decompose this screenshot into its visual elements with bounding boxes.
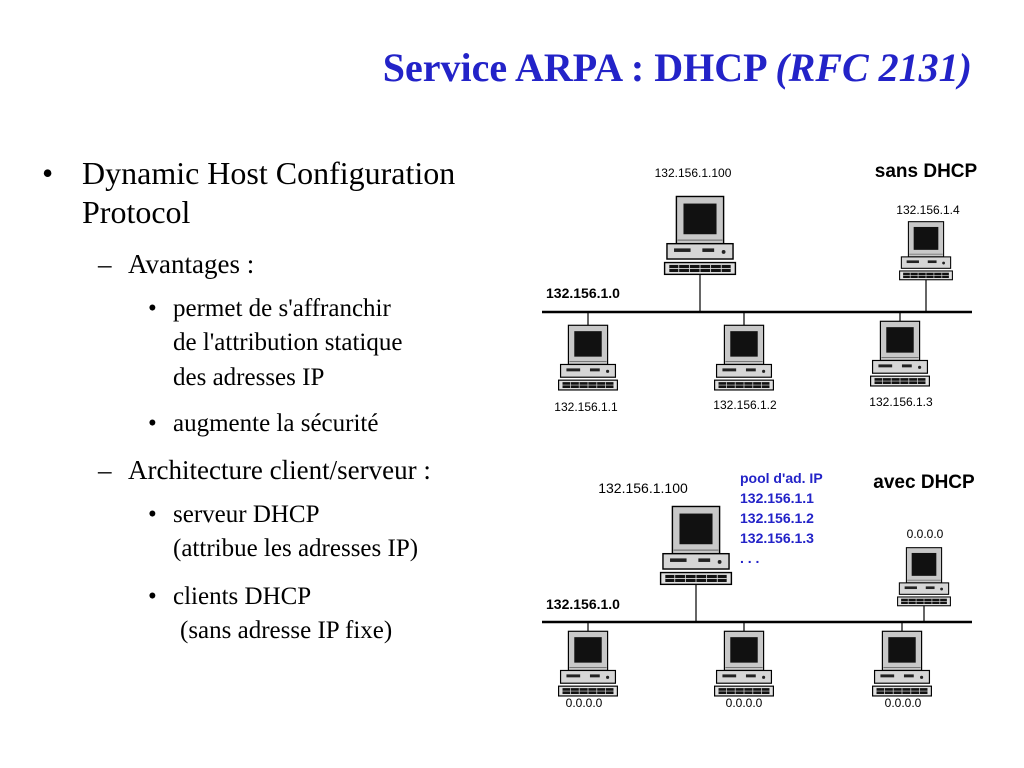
slide-title: Service ARPA : DHCP (RFC 2131) [0,44,972,91]
bullet-dot: • [148,295,157,322]
bullet-av1-line2: de l'attribution statique [173,329,403,356]
client-computer-icon [558,324,618,391]
client-ip-label: 132.156.1.2 [713,398,777,412]
server-computer-icon [663,195,737,276]
client-ip-label: 0.0.0.0 [726,696,763,710]
server-computer-icon [659,505,733,586]
diagram-avec-dhcp: avec DHCP 132.156.1.0 132.156.1.100 pool… [542,470,975,710]
title-rfc: (RFC 2131) [775,45,972,90]
client-ip-label: 132.156.1.3 [869,395,933,409]
bullet-archi: Architecture client/serveur : [128,455,431,485]
bullet-list: • Dynamic Host Configuration Protocol – … [42,155,456,644]
host-computer-icon [897,547,951,607]
bullet-serv-line2: (attribue les adresses IP) [173,535,419,562]
client-computer-icon [870,320,930,387]
client-computer-icon [714,630,774,697]
bullet-cli-line2: (sans adresse IP fixe) [180,617,393,644]
bullet-avantages: Avantages : [128,249,255,279]
client-ip-label: 0.0.0.0 [566,696,603,710]
client-ip-label: 132.156.1.1 [554,400,618,414]
host-computer-icon [899,221,953,281]
heading-avec-dhcp: avec DHCP [873,472,975,493]
bullet-dash: – [98,249,112,279]
bullet-main-line2: Protocol [82,194,191,230]
heading-sans-dhcp: sans DHCP [875,161,978,182]
bullet-av1-line1: permet de s'affranchir [173,295,391,322]
bullet-dot: • [148,410,157,437]
pool-entry: 132.156.1.3 [740,530,814,546]
bullet-av2: augmente la sécurité [173,410,379,437]
server-ip-label: 132.156.1.100 [598,480,688,496]
host-ip-label: 0.0.0.0 [907,527,944,541]
ip-pool-list: pool d'ad. IP 132.156.1.1 132.156.1.2 13… [740,470,823,566]
bullet-dot: • [42,155,54,191]
network-label: 132.156.1.0 [546,285,620,301]
pool-title: pool d'ad. IP [740,470,823,486]
client-computer-icon [558,630,618,697]
pool-ellipsis: . . . [740,550,759,566]
bullet-serv-line1: serveur DHCP [173,501,320,528]
server-ip-label: 132.156.1.100 [655,166,732,180]
pool-entry: 132.156.1.1 [740,490,814,506]
bullet-av1-line3: des adresses IP [173,364,325,391]
client-computer-icon [714,324,774,391]
bullet-dash: – [98,455,112,485]
bullet-dot: • [148,583,157,610]
pool-entry: 132.156.1.2 [740,510,814,526]
title-main: Service ARPA : DHCP [382,45,776,90]
client-computer-icon [872,630,932,697]
bullet-dot: • [148,501,157,528]
client-ip-label: 0.0.0.0 [885,696,922,710]
host-ip-label: 132.156.1.4 [896,203,960,217]
bullet-cli-line1: clients DHCP [173,583,312,610]
network-label: 132.156.1.0 [546,596,620,612]
diagram-sans-dhcp: sans DHCP 132.156.1.0 132.156.1.100 132.… [542,161,978,414]
bullet-main-line1: Dynamic Host Configuration [82,155,456,191]
